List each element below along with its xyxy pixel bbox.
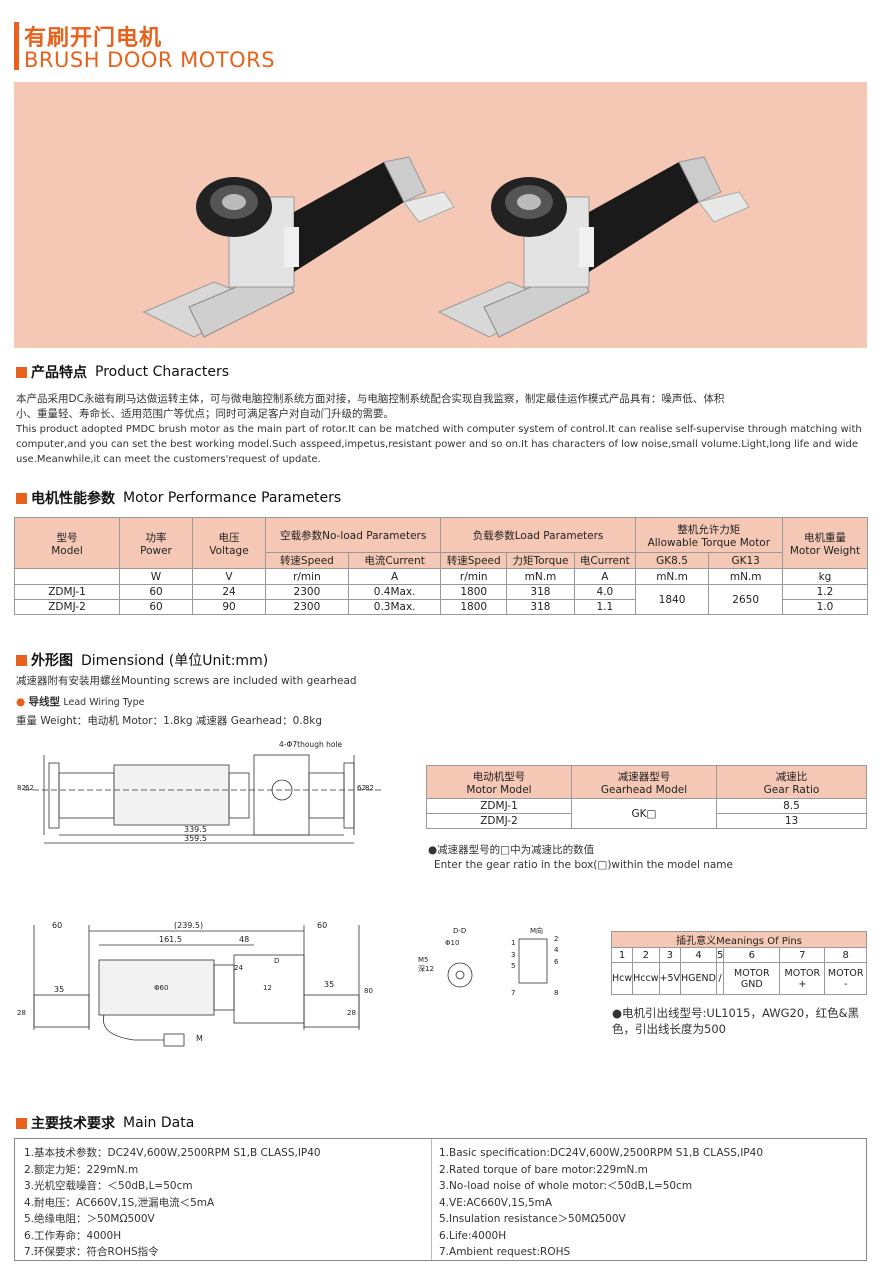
table-row: ZDMJ-2 13 [426, 813, 867, 829]
svg-text:339.5: 339.5 [184, 825, 207, 834]
motor-illustration-left [142, 156, 455, 338]
dimension-note: 减速器附有安装用螺丝Mounting screws are included w… [16, 675, 357, 687]
gear-note-cn: ●减速器型号的□中为减速比的数值 [428, 844, 595, 856]
motor-illustration-right [437, 156, 750, 338]
lead-type-label: ● 导线型 Lead Wiring Type [16, 696, 145, 708]
svg-text:12: 12 [263, 984, 272, 992]
svg-text:62: 62 [25, 784, 34, 792]
svg-text:62: 62 [357, 784, 366, 792]
svg-text:60: 60 [52, 921, 62, 930]
svg-text:82: 82 [17, 784, 26, 792]
square-bullet-icon [16, 1117, 27, 1129]
svg-text:深12: 深12 [418, 964, 434, 973]
product-description: 本产品采用DC永磁有刷马达做运转主体，可与微电脑控制系统方面对接，与电脑控制系统… [16, 393, 862, 465]
product-photo [14, 82, 867, 348]
title-accent-bar [14, 22, 19, 70]
svg-text:3: 3 [511, 951, 515, 959]
svg-text:24: 24 [234, 964, 243, 972]
svg-text:28: 28 [17, 1009, 26, 1017]
svg-text:1: 1 [511, 939, 515, 947]
svg-text:8: 8 [554, 989, 558, 997]
gear-note-en: Enter the gear ratio in the box(□)within… [434, 859, 733, 871]
pins-note: ●电机引出线型号:UL1015，AWG20，红色&黑 色，引出线长度为500 [612, 1006, 860, 1036]
main-data-box: 1.基本技术参数：DC24V,600W,2500RPM S1,B CLASS,I… [14, 1138, 867, 1261]
bullet-icon: ● [16, 696, 26, 708]
divider [431, 1139, 432, 1260]
svg-text:359.5: 359.5 [184, 834, 207, 843]
side-view-drawing: 60 (239.5) 60 161.5 48 35 35 28 28 80 Φ6… [17, 921, 373, 1047]
svg-text:D-D: D-D [453, 927, 466, 935]
page-title-cn: 有刷开门电机 [24, 26, 163, 51]
top-view-drawing: 4-Φ7though hole 339.5 359.5 82 62 62 82 [17, 740, 384, 844]
svg-text:35: 35 [324, 980, 334, 989]
square-bullet-icon [16, 366, 27, 378]
svg-text:48: 48 [239, 935, 249, 944]
svg-text:35: 35 [54, 985, 64, 994]
svg-text:M向: M向 [530, 926, 543, 935]
svg-text:4-Φ7though hole: 4-Φ7though hole [279, 740, 343, 749]
svg-text:28: 28 [347, 1009, 356, 1017]
svg-text:82: 82 [365, 784, 374, 792]
detail-drawing: D-D Φ10 M5 深12 M向 1 2 3 4 5 6 7 8 [418, 926, 559, 997]
svg-text:Φ60: Φ60 [154, 984, 168, 992]
main-data-en: 1.Basic specification:DC24V,600W,2500RPM… [439, 1147, 764, 1258]
weight-line: 重量 Weight：电动机 Motor：1.8kg 减速器 Gearhead：0… [16, 715, 323, 727]
section-performance-heading: 电机性能参数 Motor Performance Parameters [16, 488, 341, 508]
main-data-cn: 1.基本技术参数：DC24V,600W,2500RPM S1,B CLASS,I… [24, 1147, 321, 1258]
table-row: ZDMJ-1 GK□ 8.5 [426, 798, 867, 829]
svg-text:60: 60 [317, 921, 327, 930]
svg-text:M5: M5 [418, 956, 429, 964]
svg-text:6: 6 [554, 958, 559, 966]
section-main-heading: 主要技术要求 Main Data [16, 1113, 194, 1133]
square-bullet-icon [16, 654, 27, 666]
section-product-heading: 产品特点 Product Characters [16, 362, 229, 382]
svg-text:(239.5): (239.5) [174, 921, 203, 930]
svg-text:M: M [196, 1034, 203, 1043]
svg-text:Φ10: Φ10 [445, 939, 459, 947]
svg-text:80: 80 [364, 987, 373, 995]
svg-text:D: D [274, 957, 279, 965]
svg-text:4: 4 [554, 946, 559, 954]
svg-text:7: 7 [511, 989, 515, 997]
square-bullet-icon [16, 492, 27, 504]
page-title-en: BRUSH DOOR MOTORS [24, 48, 276, 72]
svg-text:5: 5 [511, 962, 515, 970]
section-dimension-heading: 外形图 Dimensiond (单位Unit:mm) [16, 650, 268, 670]
svg-text:2: 2 [554, 935, 558, 943]
svg-text:161.5: 161.5 [159, 935, 182, 944]
